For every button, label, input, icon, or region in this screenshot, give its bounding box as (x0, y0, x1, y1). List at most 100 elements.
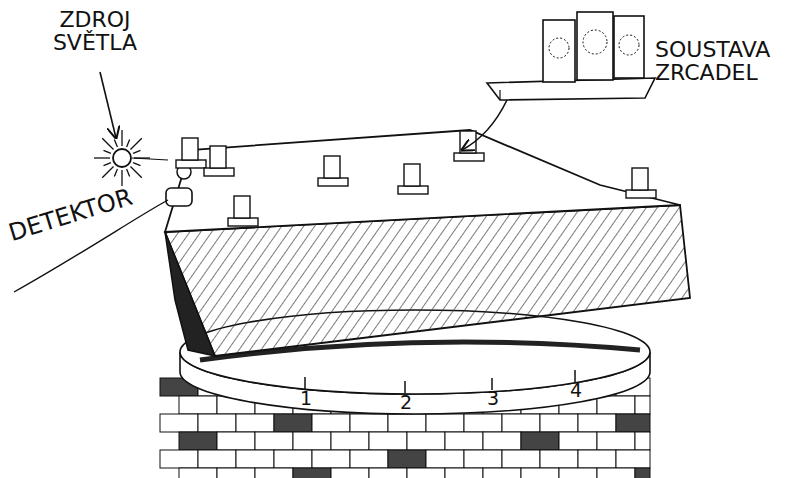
brick (597, 432, 635, 450)
brick (559, 468, 597, 478)
brick (578, 450, 616, 468)
mirror-base (454, 153, 484, 161)
light-ray (104, 150, 111, 153)
brick (179, 432, 217, 450)
pointer-arrow (100, 72, 116, 138)
brick (331, 468, 369, 478)
scale-number: 2 (396, 393, 416, 413)
brick (274, 414, 312, 432)
light-ray (130, 166, 141, 177)
mirror-plate (404, 164, 420, 186)
brick (464, 450, 502, 468)
mirrors-on-slab (176, 131, 656, 226)
scale-number: 3 (483, 389, 503, 409)
brick (483, 432, 521, 450)
brick (464, 414, 502, 432)
mirror-base (626, 190, 656, 198)
brick (293, 468, 331, 478)
mirror-mount (204, 146, 234, 176)
scale-number: 4 (566, 381, 586, 401)
mirror-plate (182, 138, 198, 160)
inset-mirror (543, 20, 575, 82)
brick (407, 432, 445, 450)
slab-side-shadow (165, 232, 215, 356)
scale-ticks (305, 370, 575, 393)
light-ray (114, 140, 117, 147)
light-beam (132, 158, 168, 160)
brick (350, 414, 388, 432)
brick (236, 450, 274, 468)
light-ray (104, 163, 111, 166)
light-ray (94, 157, 110, 158)
brick (312, 450, 350, 468)
part-label: DETEKTOR (6, 172, 176, 246)
mirror-plate (324, 156, 340, 178)
brick (312, 414, 350, 432)
brick (388, 450, 426, 468)
brick (540, 414, 578, 432)
scale-number: 1 (296, 389, 316, 409)
brick (521, 468, 559, 478)
inset-mirror (614, 16, 644, 78)
inset-mirror (577, 12, 613, 80)
brick (217, 432, 255, 450)
mirror-face (583, 30, 607, 54)
brick (559, 432, 597, 450)
light-ray (114, 169, 117, 176)
scale-tick (304, 377, 306, 389)
brick (502, 414, 540, 432)
light-ray (130, 138, 141, 149)
brick (236, 414, 274, 432)
part-label: ZDROJ SVĚTLA (50, 8, 140, 54)
mirror-base (398, 186, 428, 194)
detector-body (166, 188, 192, 206)
light-bulb (113, 149, 131, 167)
brick (616, 414, 650, 432)
mirror-mount (318, 156, 348, 186)
brick (635, 432, 650, 450)
mirror-plate (234, 196, 250, 218)
brick (274, 450, 312, 468)
brick (350, 450, 388, 468)
brick (369, 432, 407, 450)
brick (616, 450, 650, 468)
light-ray (133, 163, 140, 166)
mirror-plate (210, 146, 226, 168)
brick (293, 432, 331, 450)
brick (540, 450, 578, 468)
mirror-mount (626, 168, 656, 198)
mirror-plate (632, 168, 648, 190)
light-ray (121, 130, 122, 146)
mirror-system-inset (462, 12, 655, 150)
brick (521, 432, 559, 450)
brick (426, 414, 464, 432)
brick (369, 468, 407, 478)
brick (578, 414, 616, 432)
inset-pointer (462, 100, 507, 150)
light-ray (127, 140, 130, 147)
brick (255, 432, 293, 450)
light-ray (121, 170, 122, 186)
brick (426, 450, 464, 468)
part-label: SOUSTAVA ZRCADEL (655, 38, 800, 84)
mirror-base (176, 160, 206, 168)
brick (160, 414, 198, 432)
brick (635, 468, 650, 478)
brick (198, 414, 236, 432)
light-ray (133, 150, 140, 153)
mirror-mount (228, 196, 258, 226)
brick (255, 468, 293, 478)
brick (179, 468, 217, 478)
inset-edge (499, 90, 500, 100)
brick (502, 450, 540, 468)
light-ray (127, 169, 130, 176)
brick (597, 468, 635, 478)
mirror-face (619, 35, 639, 55)
slab-top (165, 130, 680, 232)
brick (445, 432, 483, 450)
light-ray (102, 138, 113, 149)
brick (597, 396, 635, 414)
brick (198, 450, 236, 468)
mirror-base (318, 178, 348, 186)
